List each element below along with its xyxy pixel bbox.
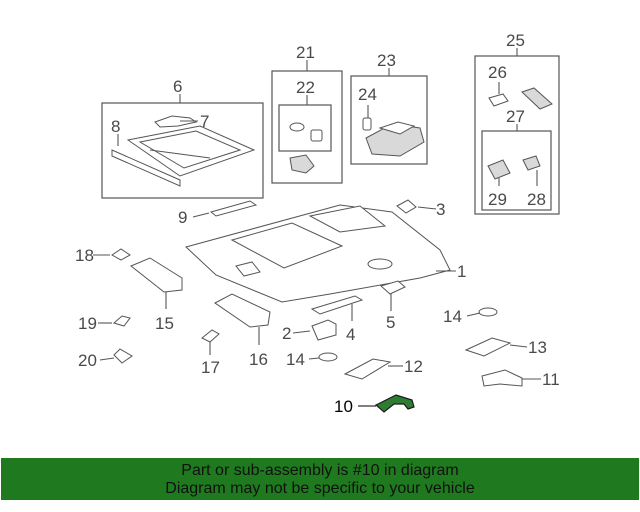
sunroof-panel-part <box>111 125 256 187</box>
callout-6[interactable]: 6 <box>173 77 182 96</box>
strip-part-12 <box>343 358 392 380</box>
strip-part-13 <box>464 337 512 357</box>
callout-12[interactable]: 12 <box>404 357 423 376</box>
callout-8[interactable]: 8 <box>111 117 120 136</box>
clip-part-3 <box>396 199 417 214</box>
callout-20[interactable]: 20 <box>78 351 97 370</box>
leader-lines <box>93 48 541 407</box>
bracket-part-7 <box>154 115 198 128</box>
callout-11[interactable]: 11 <box>542 370 560 389</box>
callout-14-right[interactable]: 14 <box>443 307 462 326</box>
clip-part-20 <box>113 348 133 364</box>
bulb-part-22 <box>289 122 323 174</box>
bracket-part-5 <box>379 280 406 295</box>
callout-2[interactable]: 2 <box>282 324 291 343</box>
callout-29[interactable]: 29 <box>488 190 507 209</box>
hook-part-18 <box>111 248 131 261</box>
handle-part-11 <box>481 369 523 387</box>
lamp-part-26 <box>488 87 553 110</box>
callout-18[interactable]: 18 <box>75 246 94 265</box>
trim-part-4 <box>310 295 364 315</box>
grab-handle-part-10[interactable] <box>374 394 415 413</box>
callout-24[interactable]: 24 <box>358 85 377 104</box>
plug-part-14-right <box>478 307 498 317</box>
callout-17[interactable]: 17 <box>201 358 220 377</box>
callout-3[interactable]: 3 <box>436 200 445 219</box>
info-banner: Part or sub-assembly is #10 in diagram D… <box>1 458 639 500</box>
plug-part-14-center <box>318 352 338 362</box>
lamp-part-29 <box>487 159 511 180</box>
clip-part-17 <box>201 329 220 343</box>
callout-25[interactable]: 25 <box>506 31 525 50</box>
trim-strip-part-9 <box>209 200 258 217</box>
sun-visor-part-15 <box>130 257 183 293</box>
callout-22[interactable]: 22 <box>296 78 315 97</box>
callout-28[interactable]: 28 <box>527 190 546 209</box>
callout-27[interactable]: 27 <box>506 107 525 126</box>
bracket-part-2 <box>311 319 337 341</box>
callout-26[interactable]: 26 <box>488 63 507 82</box>
callout-21[interactable]: 21 <box>296 43 315 62</box>
group-box-22 <box>278 104 332 152</box>
callout-19[interactable]: 19 <box>78 314 97 333</box>
callout-16[interactable]: 16 <box>249 350 268 369</box>
callout-numbers: 6 7 8 21 22 23 24 25 26 27 28 29 9 3 1 1… <box>75 31 560 416</box>
headliner-part-1 <box>185 204 451 303</box>
banner-line-2: Diagram may not be specific to your vehi… <box>165 480 475 497</box>
callout-4[interactable]: 4 <box>346 325 355 344</box>
callout-10-highlighted[interactable]: 10 <box>334 397 353 416</box>
banner-line-1: Part or sub-assembly is #10 in diagram <box>181 462 459 479</box>
sun-visor-part-16 <box>214 293 271 328</box>
callout-14-center[interactable]: 14 <box>286 350 305 369</box>
callout-13[interactable]: 13 <box>528 338 547 357</box>
overhead-console-part-23 <box>362 117 425 157</box>
callout-1[interactable]: 1 <box>457 262 466 281</box>
parts-diagram: 6 7 8 21 22 23 24 25 26 27 28 29 9 3 1 1… <box>75 31 560 416</box>
callout-23[interactable]: 23 <box>377 51 396 70</box>
callout-9[interactable]: 9 <box>178 208 187 227</box>
callout-7[interactable]: 7 <box>200 112 209 131</box>
callout-5[interactable]: 5 <box>386 313 395 332</box>
lamp-part-28 <box>522 155 541 171</box>
group-box-6 <box>101 102 264 199</box>
callout-15[interactable]: 15 <box>155 314 174 333</box>
clip-part-19 <box>112 315 131 327</box>
